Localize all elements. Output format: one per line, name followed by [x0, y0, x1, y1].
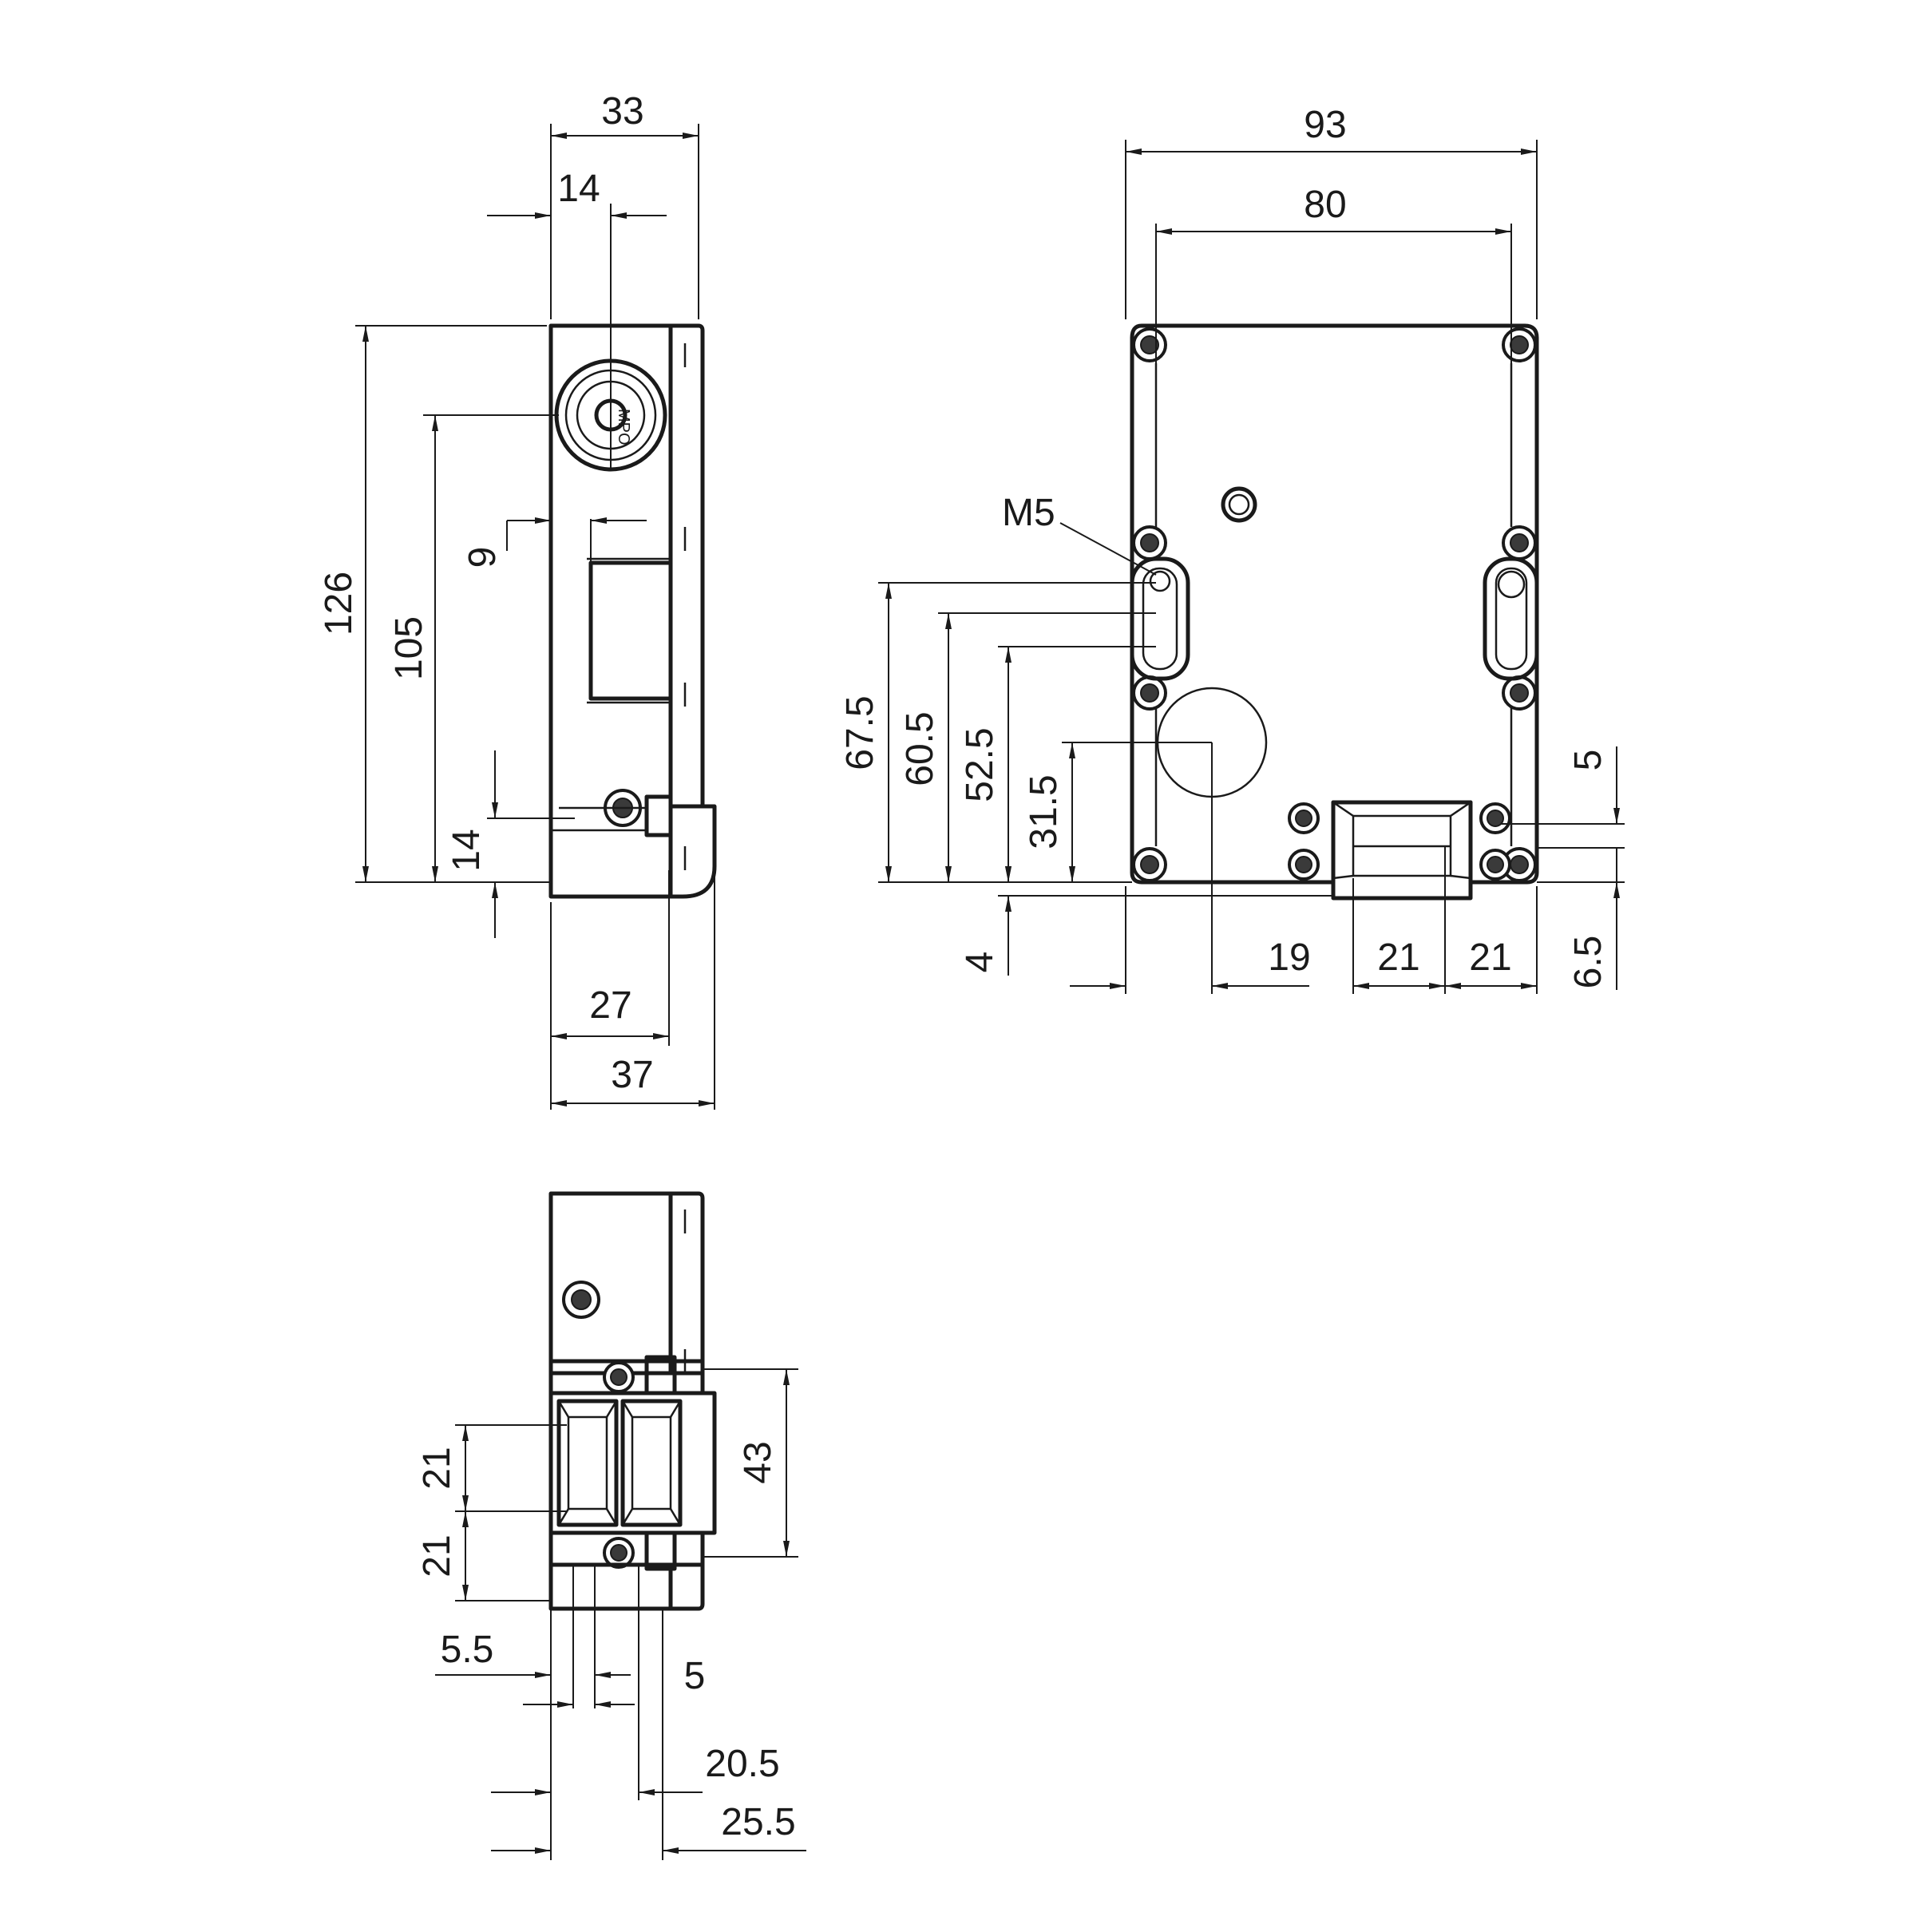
dim-front-80: 80 [1155, 184, 1512, 363]
svg-text:52.5: 52.5 [959, 727, 1001, 802]
svg-text:126: 126 [318, 572, 360, 635]
dim-front-19: 19 [1070, 742, 1311, 994]
svg-text:4: 4 [959, 952, 1001, 973]
bottom-screw-icon [603, 1361, 635, 1393]
svg-text:21: 21 [1377, 936, 1419, 979]
dim-front-21-pair: 21 21 [1352, 846, 1538, 994]
svg-text:21: 21 [1469, 936, 1511, 979]
svg-text:80: 80 [1304, 184, 1346, 226]
side-plate [671, 323, 705, 809]
dim-front-4: 4 [959, 838, 1333, 976]
bottom-actuator [548, 1391, 717, 1535]
svg-text:93: 93 [1304, 104, 1346, 146]
dim-front-67-5: 67.5 [839, 582, 1156, 882]
screw-icon [1479, 849, 1511, 881]
dim-side-126: 126 [318, 325, 547, 883]
screw-icon [1132, 525, 1167, 560]
svg-text:5: 5 [684, 1655, 706, 1697]
dim-side-9: 9 [461, 517, 647, 568]
svg-text:21: 21 [416, 1534, 458, 1577]
svg-text:21: 21 [416, 1447, 458, 1489]
dim-side-14-top: 14 [487, 168, 667, 471]
dim-side-27: 27 [550, 870, 670, 1110]
svg-text:6.5: 6.5 [1567, 936, 1609, 989]
bottom-screw-icon [603, 1537, 635, 1569]
dim-bottom-5-5: 5.5 [435, 1565, 631, 1860]
dim-front-60-5: 60.5 [899, 612, 1156, 882]
side-view: MPO 33 14 [318, 90, 717, 1110]
screw-icon [1479, 802, 1511, 834]
dim-front-31-5: 31.5 [1023, 742, 1212, 882]
dim-bottom-21-lower: 21 [416, 1511, 551, 1601]
bottom-body [548, 1191, 673, 1376]
front-slot-right [1483, 556, 1539, 681]
svg-text:67.5: 67.5 [839, 695, 881, 770]
svg-text:19: 19 [1268, 936, 1310, 979]
dim-front-52-5: 52.5 [959, 646, 1156, 882]
bottom-screw-icon [562, 1281, 600, 1319]
dim-bottom-21-upper: 21 [416, 1424, 567, 1512]
svg-text:27: 27 [589, 984, 631, 1027]
svg-text:37: 37 [611, 1054, 653, 1096]
svg-text:9: 9 [461, 547, 504, 568]
screw-icon [1502, 675, 1537, 711]
svg-text:M5: M5 [1002, 492, 1055, 534]
front-slot-left [1130, 556, 1190, 681]
mpo-label: MPO [615, 409, 632, 445]
front-actuator [1331, 800, 1473, 901]
m5-callout: M5 [1002, 492, 1157, 576]
front-body [1130, 323, 1539, 885]
side-bracket [671, 804, 717, 899]
front-view: M5 93 80 67.5 60.5 5 [839, 104, 1625, 994]
screw-icon [1288, 802, 1320, 834]
svg-text:25.5: 25.5 [721, 1801, 795, 1843]
svg-text:20.5: 20.5 [705, 1743, 779, 1785]
front-small-hole [1221, 486, 1257, 523]
dim-front-93: 93 [1125, 104, 1538, 319]
dim-bottom-20-5: 20.5 [491, 1565, 780, 1800]
dim-front-5: 5 [1501, 746, 1625, 849]
svg-text:60.5: 60.5 [899, 711, 941, 786]
screw-icon [1132, 675, 1167, 711]
dim-bottom-25-5: 25.5 [491, 1609, 806, 1860]
screw-icon [1502, 525, 1537, 560]
screw-icon [1288, 849, 1320, 881]
dim-side-33: 33 [550, 90, 699, 319]
screw-icon [1502, 327, 1537, 362]
svg-text:14: 14 [557, 168, 600, 210]
svg-text:14: 14 [445, 829, 488, 871]
dim-bottom-5: 5 [523, 1655, 706, 1708]
dim-side-105: 105 [388, 414, 559, 882]
bottom-view: 21 21 43 5.5 5 [416, 1191, 806, 1860]
dim-bottom-43: 43 [703, 1368, 798, 1558]
dim-front-6-5: 6.5 [1537, 848, 1625, 990]
screw-icon [1132, 847, 1167, 882]
svg-text:5.5: 5.5 [441, 1629, 494, 1671]
svg-text:105: 105 [388, 616, 430, 680]
screw-icon [1132, 327, 1167, 362]
dim-side-37: 37 [551, 822, 715, 1110]
svg-text:5: 5 [1567, 750, 1609, 771]
dim-side-14-bottom: 14 [445, 750, 575, 938]
side-slot [588, 560, 673, 701]
svg-text:31.5: 31.5 [1023, 774, 1065, 849]
svg-text:33: 33 [601, 90, 643, 133]
svg-text:43: 43 [737, 1441, 779, 1483]
